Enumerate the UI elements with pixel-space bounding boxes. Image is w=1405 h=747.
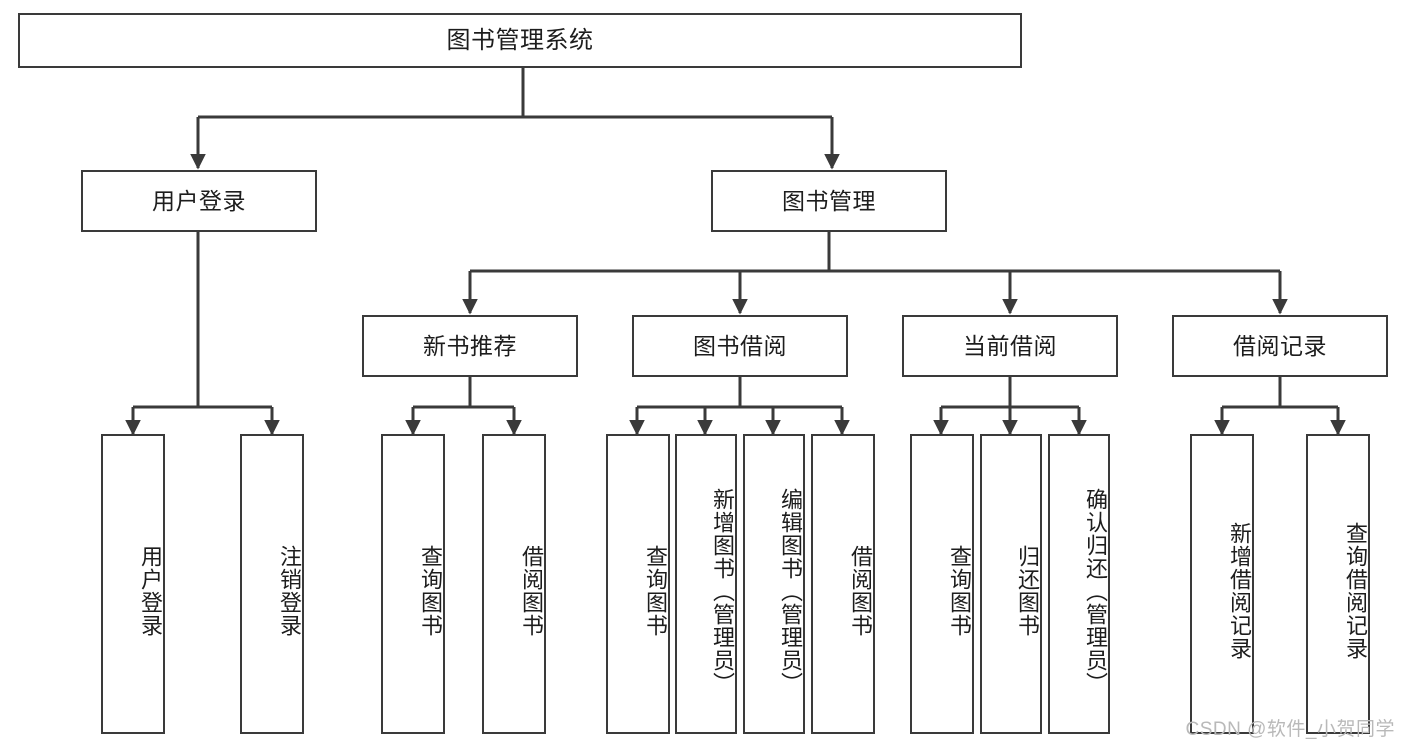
- node-label: 图书管理系统: [446, 26, 594, 54]
- leaf-borrow-query-book[interactable]: 查询图书: [606, 434, 670, 734]
- leaf-record-query-record[interactable]: 查询借阅记录: [1306, 434, 1370, 734]
- node-label: 编辑图书（管理员）: [778, 487, 803, 695]
- node-book-borrow[interactable]: 图书借阅: [632, 315, 848, 377]
- leaf-current-query-book[interactable]: 查询图书: [910, 434, 974, 734]
- node-current-borrow[interactable]: 当前借阅: [902, 315, 1118, 377]
- node-book-management[interactable]: 图书管理: [711, 170, 947, 232]
- csdn-watermark: CSDN @软件_小贺同学: [1185, 719, 1395, 740]
- leaf-user-login-login[interactable]: 用户登录: [101, 434, 165, 734]
- node-label: 查询图书: [947, 545, 972, 637]
- node-label: 归还图书: [1015, 545, 1040, 637]
- leaf-recommend-borrow-book[interactable]: 借阅图书: [482, 434, 546, 734]
- node-label: 当前借阅: [963, 332, 1057, 359]
- node-new-book-recommend[interactable]: 新书推荐: [362, 315, 578, 377]
- leaf-record-add-record[interactable]: 新增借阅记录: [1190, 434, 1254, 734]
- node-label: 注销登录: [277, 545, 302, 637]
- leaf-current-return-book[interactable]: 归还图书: [980, 434, 1042, 734]
- node-label: 用户登录: [138, 545, 163, 637]
- leaf-borrow-edit-book-admin[interactable]: 编辑图书（管理员）: [743, 434, 805, 734]
- node-label: 借阅图书: [519, 545, 544, 637]
- node-label: 借阅记录: [1233, 332, 1327, 359]
- node-label: 图书借阅: [693, 332, 787, 359]
- node-borrow-record[interactable]: 借阅记录: [1172, 315, 1388, 377]
- node-label: 新增借阅记录: [1227, 522, 1252, 660]
- node-label: 确认归还（管理员）: [1083, 487, 1108, 695]
- leaf-user-login-logout[interactable]: 注销登录: [240, 434, 304, 734]
- node-user-login[interactable]: 用户登录: [81, 170, 317, 232]
- node-label: 查询图书: [643, 545, 668, 637]
- leaf-current-confirm-return-admin[interactable]: 确认归还（管理员）: [1048, 434, 1110, 734]
- leaf-borrow-borrow-book[interactable]: 借阅图书: [811, 434, 875, 734]
- leaf-recommend-query-book[interactable]: 查询图书: [381, 434, 445, 734]
- leaf-borrow-add-book-admin[interactable]: 新增图书（管理员）: [675, 434, 737, 734]
- node-label: 新增图书（管理员）: [710, 487, 735, 695]
- node-label: 新书推荐: [423, 332, 517, 359]
- node-label: 用户登录: [152, 187, 246, 214]
- node-label: 查询借阅记录: [1343, 522, 1368, 660]
- node-label: 查询图书: [418, 545, 443, 637]
- node-root-system[interactable]: 图书管理系统: [18, 13, 1022, 68]
- node-label: 借阅图书: [848, 545, 873, 637]
- node-label: 图书管理: [782, 187, 876, 214]
